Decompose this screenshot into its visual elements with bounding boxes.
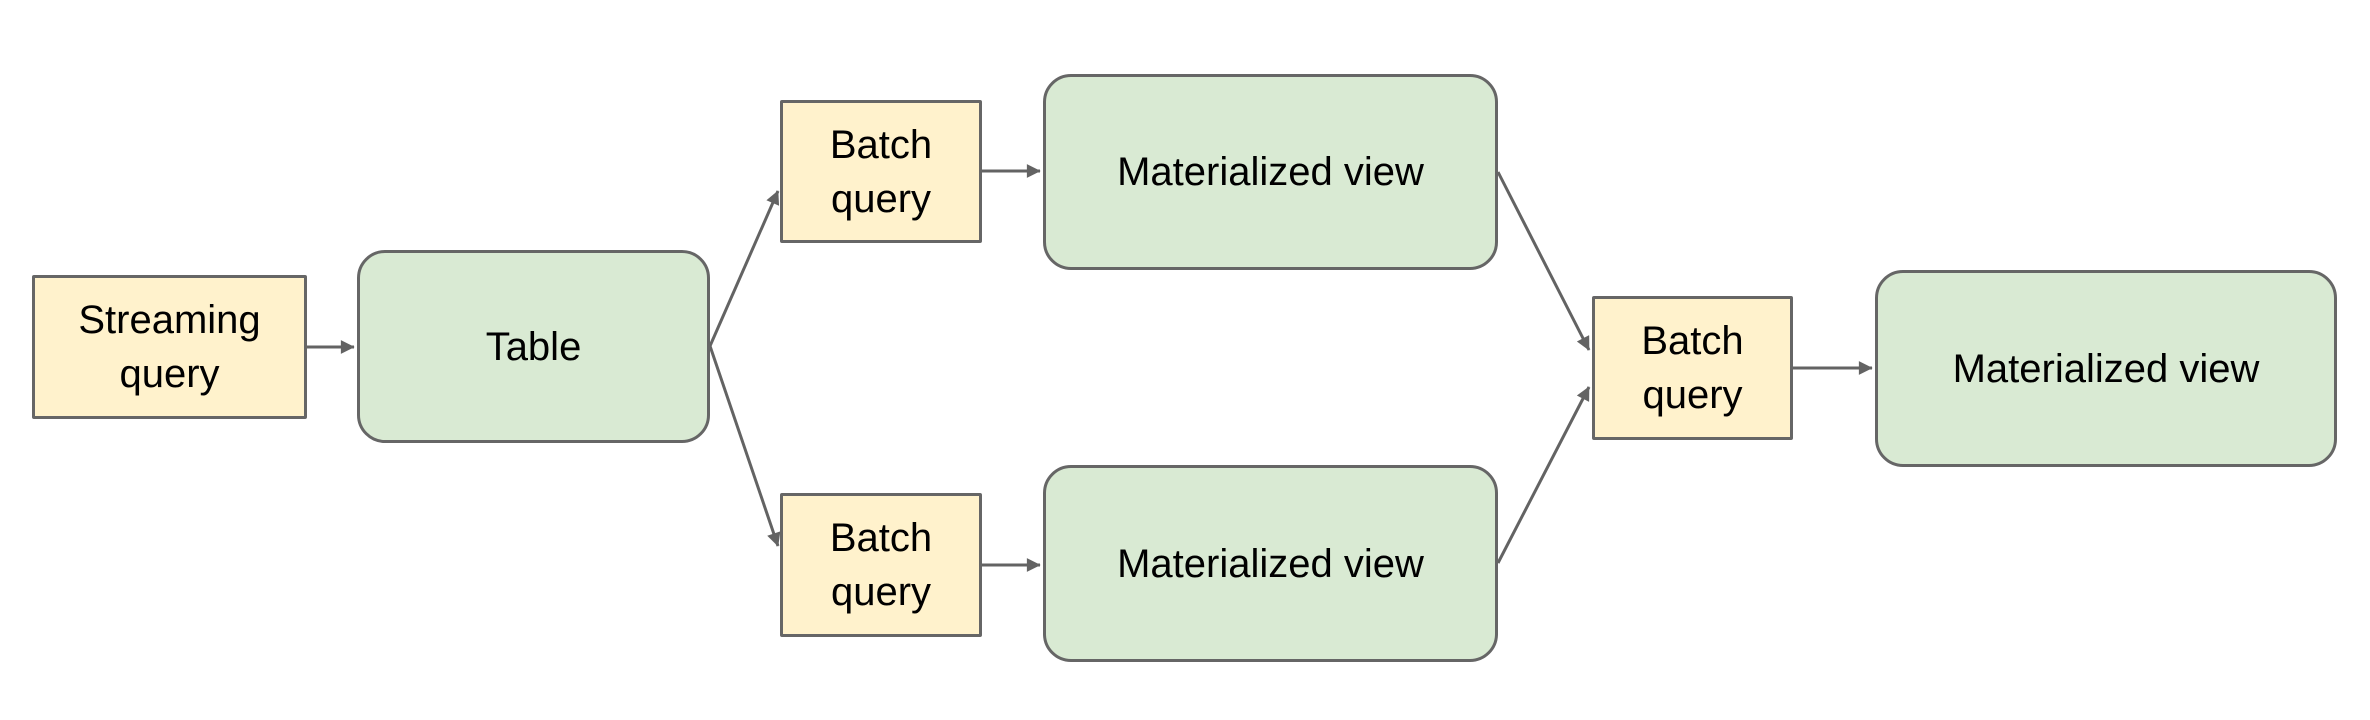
batch-query-final-node: Batch query — [1592, 296, 1793, 440]
node-label: Batch query — [1641, 319, 1744, 417]
materialized-view-top-node: Materialized view — [1043, 74, 1498, 270]
edge-table-to-batch-query-bottom — [708, 345, 781, 547]
node-label: Materialized view — [1952, 346, 2260, 391]
batch-query-bottom-node: Batch query — [780, 493, 982, 637]
materialized-view-final-node: Materialized view — [1875, 270, 2337, 467]
streaming-query-node: Streaming query — [32, 275, 307, 419]
edge-materialized-view-bottom-to-batch-query-final — [1496, 386, 1591, 564]
materialized-view-bottom-node: Materialized view — [1043, 465, 1498, 662]
node-label: Table — [485, 324, 582, 369]
edge-materialized-view-top-to-batch-query-final — [1496, 171, 1591, 351]
batch-query-top-node: Batch query — [780, 100, 982, 243]
table-node: Table — [357, 250, 710, 443]
node-label: Streaming query — [78, 298, 261, 396]
node-label: Batch query — [829, 122, 933, 221]
edge-table-to-batch-query-top — [708, 190, 780, 347]
node-label: Materialized view — [1117, 150, 1424, 194]
node-label: Materialized view — [1117, 541, 1424, 586]
node-label: Batch query — [829, 516, 933, 614]
